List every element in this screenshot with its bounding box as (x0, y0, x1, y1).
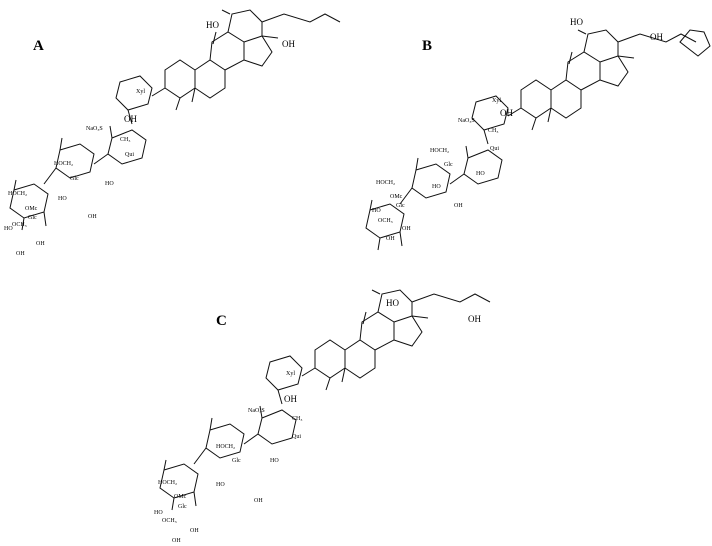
oh4-label: OH (16, 251, 25, 257)
ho2-label: HO (58, 196, 67, 202)
qui-label: Qui (292, 434, 301, 440)
glc-label: Glc (232, 458, 241, 464)
panel-label-a: A (33, 38, 44, 54)
oh1-label: OH (284, 394, 297, 404)
omc-label: OMc (390, 194, 403, 200)
ho-top-label: HO (206, 20, 219, 30)
och3-label: OCH₃ (162, 518, 177, 524)
oh1-label: OH (124, 114, 137, 124)
qui-label: Qui (125, 152, 134, 158)
xyl-label: Xyl (286, 371, 295, 377)
oh4-label: OH (386, 236, 395, 242)
oh2-label: OH (254, 498, 263, 504)
ho1-label: HO (476, 171, 485, 177)
ho-top-label: HO (570, 17, 583, 27)
panel-label-c: C (216, 313, 227, 329)
ho1-label: HO (105, 181, 114, 187)
naso3-label: NaO₃S (248, 408, 265, 414)
oh3-label: OH (402, 226, 411, 232)
hoch2-1-label: HOCH₂ (216, 444, 235, 450)
glc2-label: Glc (178, 504, 187, 510)
oh-right-label: OH (650, 32, 663, 42)
glc2-label: Glc (396, 203, 405, 209)
ho-top-label: HO (386, 298, 399, 308)
panel-b: B HO OH NaO₃S Xyl OH CH₃ Qui HOCH₂ Glc H… (365, 17, 711, 251)
ho3-label: HO (154, 510, 163, 516)
oh-right-label: OH (468, 314, 481, 324)
och3-label: OCH₃ (12, 222, 27, 228)
glc-label: Glc (444, 162, 453, 168)
xyl-label: Xyl (492, 98, 501, 104)
naso3-label: NaO₃S (86, 126, 103, 132)
glc2-label: Glc (28, 215, 37, 221)
oh3-label: OH (36, 241, 45, 247)
ho3-label: HO (4, 226, 13, 232)
naso3-label: NaO₃S (458, 118, 475, 124)
oh1-label: OH (500, 108, 513, 118)
panel-a: A HO OH NaO₃S Xyl OH CH₃ Qui HOCH₂ Glc H… (4, 9, 341, 257)
ch3-label: CH₃ (488, 128, 498, 134)
hoch2-1-label: HOCH₂ (430, 148, 449, 154)
ho3-label: HO (372, 208, 381, 214)
omc-label: OMc (25, 206, 38, 212)
panel-c: C HO OH NaO₃S Xyl OH CH₃ Qui HOCH₂ Glc H… (154, 289, 491, 544)
qui-label: Qui (490, 146, 499, 152)
oh3-label: OH (190, 528, 199, 534)
oh-right-label: OH (282, 39, 295, 49)
panel-label-b: B (422, 38, 432, 54)
ho2-label: HO (432, 184, 441, 190)
ho2-label: HO (216, 482, 225, 488)
xyl-label: Xyl (136, 89, 145, 95)
hoch2-2-label: HOCH₂ (158, 480, 177, 486)
hoch2-2-label: HOCH₂ (8, 191, 27, 197)
omc-label: OMc (174, 494, 187, 500)
hoch2-1-label: HOCH₂ (54, 161, 73, 167)
hoch2-2-label: HOCH₂ (376, 180, 395, 186)
ho1-label: HO (270, 458, 279, 464)
ch3-label: CH₃ (120, 137, 130, 143)
glc-label: Glc (70, 176, 79, 182)
oh2-label: OH (88, 214, 97, 220)
thf-ring (679, 29, 711, 57)
oh2-label: OH (454, 203, 463, 209)
oh4-label: OH (172, 538, 181, 544)
ch3-label: CH₃ (292, 416, 302, 422)
och3-label: OCH₃ (378, 218, 393, 224)
